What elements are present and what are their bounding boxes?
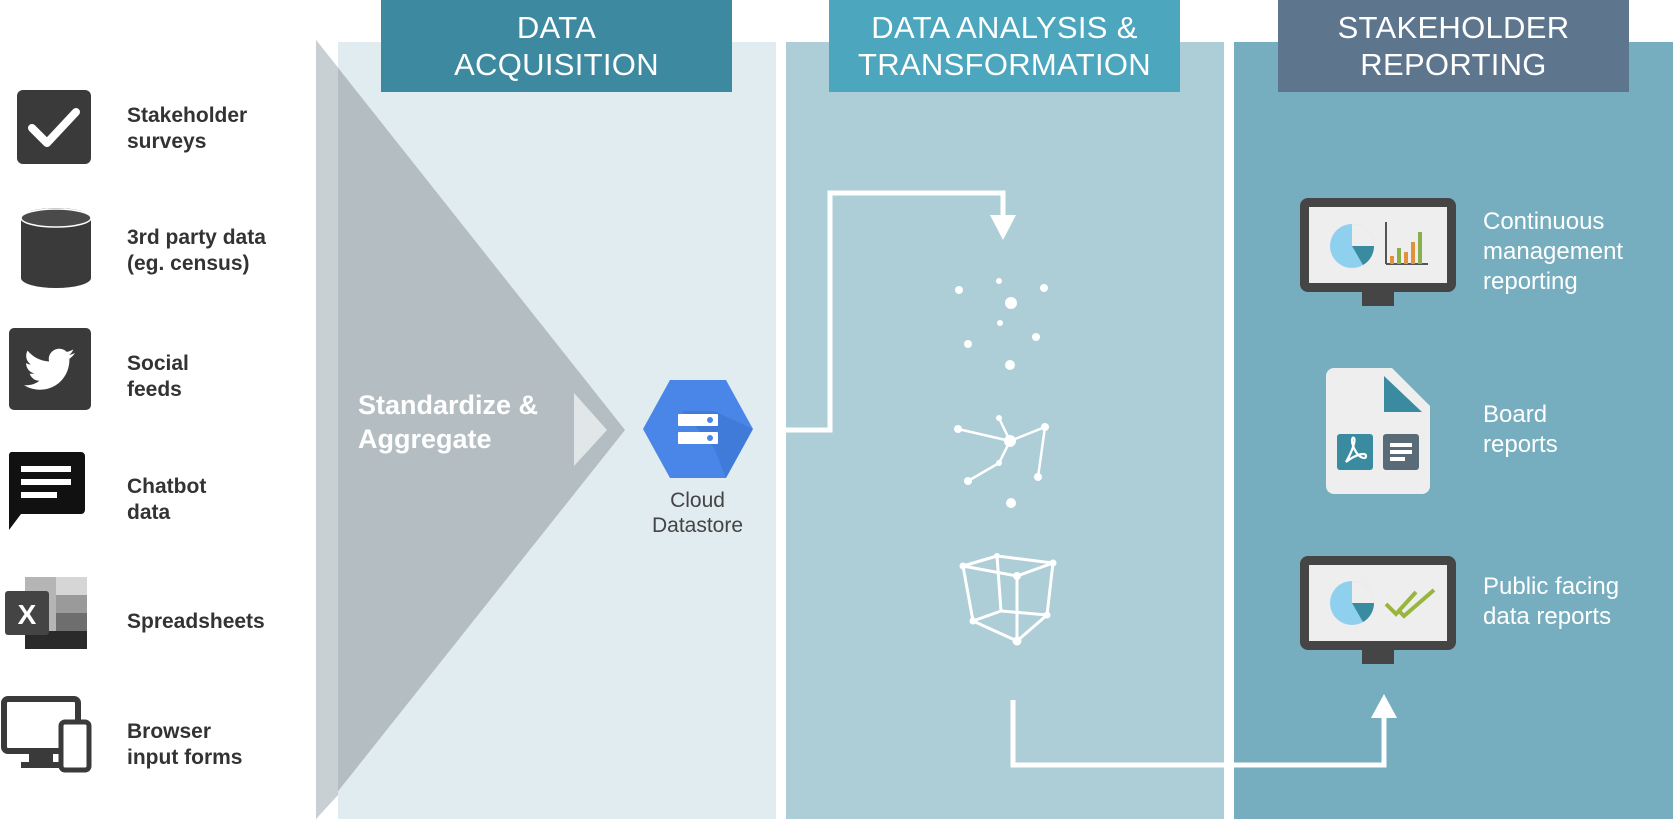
header-analysis: DATA ANALYSIS & TRANSFORMATION bbox=[829, 0, 1180, 92]
database-icon bbox=[20, 208, 92, 288]
funnel-label: Standardize & Aggregate bbox=[358, 390, 539, 454]
output-label-public: Public facing data reports bbox=[1483, 573, 1620, 630]
source-label-browser: Browser input forms bbox=[127, 720, 243, 769]
monitor-check-icon bbox=[1300, 556, 1456, 664]
cube-icon bbox=[959, 553, 1057, 646]
chat-bubble-icon bbox=[8, 452, 86, 530]
output-label-continuous: Continuous management reporting bbox=[1483, 208, 1624, 295]
header-acquisition: DATA ACQUISITION bbox=[381, 0, 732, 92]
checkbox-icon bbox=[17, 90, 91, 164]
output-label-board: Board reports bbox=[1483, 401, 1558, 458]
document-icon bbox=[1326, 368, 1430, 494]
network-graph-icon bbox=[954, 415, 1049, 508]
source-label-third-party: 3rd party data (eg. census) bbox=[127, 226, 266, 275]
datastore-label: Cloud Datastore bbox=[651, 489, 744, 537]
funnel-arrow-icon bbox=[574, 393, 607, 466]
svg-text:X: X bbox=[18, 599, 37, 630]
source-label-social: Social feeds bbox=[127, 352, 189, 401]
header-reporting: STAKEHOLDER REPORTING bbox=[1278, 0, 1629, 92]
cloud-datastore-icon bbox=[643, 380, 753, 478]
scatter-dots-icon bbox=[955, 278, 1048, 370]
reporting-panel bbox=[1234, 42, 1673, 819]
source-label-spreadsheets: Spreadsheets bbox=[127, 610, 265, 633]
source-label-chatbot: Chatbot data bbox=[127, 475, 207, 524]
source-label-surveys: Stakeholder surveys bbox=[127, 104, 248, 153]
header-reporting-text: STAKEHOLDER REPORTING bbox=[1337, 10, 1570, 82]
excel-icon: X bbox=[5, 577, 87, 649]
monitor-chart-icon bbox=[1300, 198, 1456, 306]
header-acquisition-text: DATA ACQUISITION bbox=[454, 10, 659, 82]
header-analysis-text: DATA ANALYSIS & TRANSFORMATION bbox=[858, 10, 1151, 82]
devices-icon bbox=[1, 696, 92, 773]
twitter-icon bbox=[9, 328, 91, 410]
